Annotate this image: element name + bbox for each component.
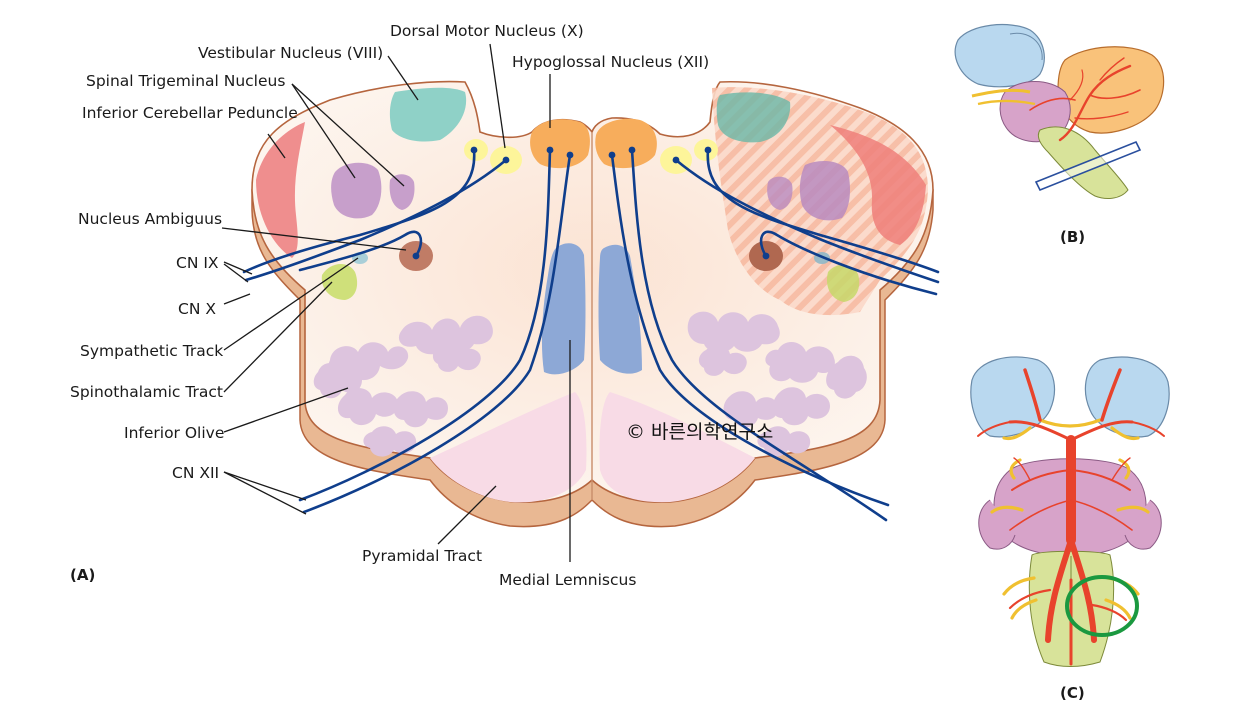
inferior-cerebellar-peduncle-left — [256, 122, 305, 258]
panel-c-left-lobe — [970, 356, 1056, 438]
label-inferior-cerebellar-peduncle: Inferior Cerebellar Peduncle — [82, 104, 298, 122]
panel-label-b: (B) — [1060, 228, 1085, 246]
cn-xii-fiber-left-2 — [302, 153, 572, 514]
hypoglossal-nucleus-left — [530, 119, 590, 169]
vestibular-nucleus-left — [389, 87, 467, 142]
spinothalamic-tract-left — [321, 264, 358, 300]
ambiguus-fiber-left — [298, 230, 423, 272]
panel-c-ventral-brainstem — [970, 356, 1170, 667]
cn-x-fiber-left — [244, 158, 508, 282]
label-medial-lemniscus: Medial Lemniscus — [499, 571, 636, 589]
cn-xii-fiber-right-2 — [630, 148, 888, 522]
inferior-olive-left — [313, 315, 493, 457]
vestibular-nucleus-right — [716, 92, 791, 143]
label-pyramidal-tract: Pyramidal Tract — [362, 547, 482, 565]
inferior-cerebellar-peduncle-right — [830, 125, 926, 245]
pyramidal-tract-left — [430, 392, 587, 503]
label-hypoglossal-nucleus: Hypoglossal Nucleus (XII) — [512, 53, 709, 71]
label-dorsal-motor-nucleus: Dorsal Motor Nucleus (X) — [390, 22, 584, 40]
label-nucleus-ambiguus: Nucleus Ambiguus — [78, 210, 222, 228]
panel-b-cerebellum — [1057, 46, 1165, 134]
spinothalamic-tract-right — [826, 264, 860, 302]
label-sympathetic-track: Sympathetic Track — [80, 342, 223, 360]
panel-c-right-vertebral — [1068, 537, 1097, 643]
cn-ix-fiber-left — [242, 148, 476, 274]
panel-b-blue-lobe — [954, 23, 1045, 88]
copyright-text: © 바른의학연구소 — [626, 421, 773, 443]
cn-x-fiber-right — [674, 158, 940, 284]
label-vestibular-nucleus: Vestibular Nucleus (VIII) — [198, 44, 383, 62]
panel-c-left-vertebral — [1045, 537, 1074, 643]
panel-label-c: (C) — [1060, 684, 1085, 702]
cn-xii-fiber-left-1 — [298, 148, 552, 502]
panel-b-cutting-plane — [1034, 140, 1142, 192]
hypoglossal-nucleus-right — [595, 118, 657, 169]
spinal-trigeminal-small-right — [767, 176, 793, 210]
label-inferior-olive: Inferior Olive — [124, 424, 224, 442]
label-spinal-trigeminal-nucleus: Spinal Trigeminal Nucleus — [86, 72, 285, 90]
label-spinothalamic-tract: Spinothalamic Tract — [70, 383, 223, 401]
cn-ix-fiber-right — [706, 148, 940, 274]
leader-lines — [221, 43, 571, 562]
inferior-olive-right — [687, 311, 867, 457]
pyramidal-tract-right — [599, 392, 755, 503]
spinal-trigeminal-nucleus-right — [799, 160, 850, 221]
panel-b-lateral-brainstem — [954, 23, 1165, 199]
spinal-trigeminal-nucleus-left — [331, 162, 382, 219]
panel-c-right-lobe — [1084, 356, 1170, 438]
ambiguus-fiber-right — [759, 230, 938, 296]
panel-c-highlight-circle — [1065, 575, 1139, 637]
cn-xii-fiber-right-1 — [610, 153, 890, 507]
panel-label-a: (A) — [70, 566, 95, 584]
fiber-dots — [412, 146, 770, 260]
medulla-cross-section: © 바른의학연구소 — [242, 80, 940, 528]
label-cn-x: CN X — [178, 300, 216, 318]
spinal-trigeminal-small-left — [389, 174, 415, 210]
label-cn-xii: CN XII — [172, 464, 219, 482]
label-cn-ix: CN IX — [176, 254, 219, 272]
labels: Dorsal Motor Nucleus (X) Vestibular Nucl… — [70, 22, 1085, 702]
